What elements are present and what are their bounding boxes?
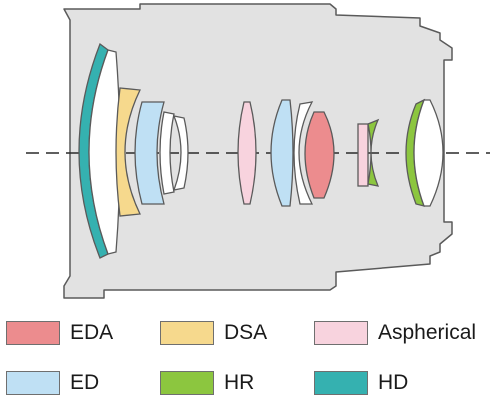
dsa-element bbox=[115, 87, 141, 217]
material-legend: EDA DSA Aspherical ED HR HD bbox=[0, 314, 504, 400]
eda-element bbox=[304, 111, 335, 199]
legend-label-dsa: DSA bbox=[224, 321, 268, 344]
legend-label-hd: HD bbox=[378, 371, 409, 394]
group-2-rear-element-b bbox=[172, 115, 189, 191]
legend-item-hd: HD bbox=[314, 368, 408, 398]
group-3-meniscus-element bbox=[293, 101, 314, 205]
legend-item-hr: HR bbox=[160, 368, 254, 398]
legend-item-aspherical: Aspherical bbox=[314, 318, 476, 348]
dsa-swatch-icon bbox=[160, 321, 214, 345]
legend-item-dsa: DSA bbox=[160, 318, 267, 348]
hr-swatch-icon bbox=[160, 371, 214, 395]
legend-label-aspherical: Aspherical bbox=[378, 321, 477, 344]
ed-element-group-3 bbox=[270, 99, 294, 207]
hd-swatch-icon bbox=[314, 371, 368, 395]
lens-barrel bbox=[63, 3, 453, 299]
legend-label-ed: ED bbox=[70, 371, 100, 394]
hr-element-group-4 bbox=[367, 118, 380, 187]
ed-element-group-2 bbox=[134, 101, 165, 205]
legend-item-ed: ED bbox=[6, 368, 99, 398]
legend-label-eda: EDA bbox=[70, 321, 114, 344]
lens-construction-diagram bbox=[26, 3, 490, 299]
aspherical-element-group-4 bbox=[357, 123, 369, 187]
legend-item-eda: EDA bbox=[6, 318, 113, 348]
aspherical-element-group-3 bbox=[237, 101, 257, 205]
eda-swatch-icon bbox=[6, 321, 60, 345]
rear-positive-element bbox=[413, 99, 444, 207]
aspherical-swatch-icon bbox=[314, 321, 368, 345]
group-2-rear-element-a bbox=[159, 111, 175, 195]
ed-swatch-icon bbox=[6, 371, 60, 395]
legend-label-hr: HR bbox=[224, 371, 255, 394]
